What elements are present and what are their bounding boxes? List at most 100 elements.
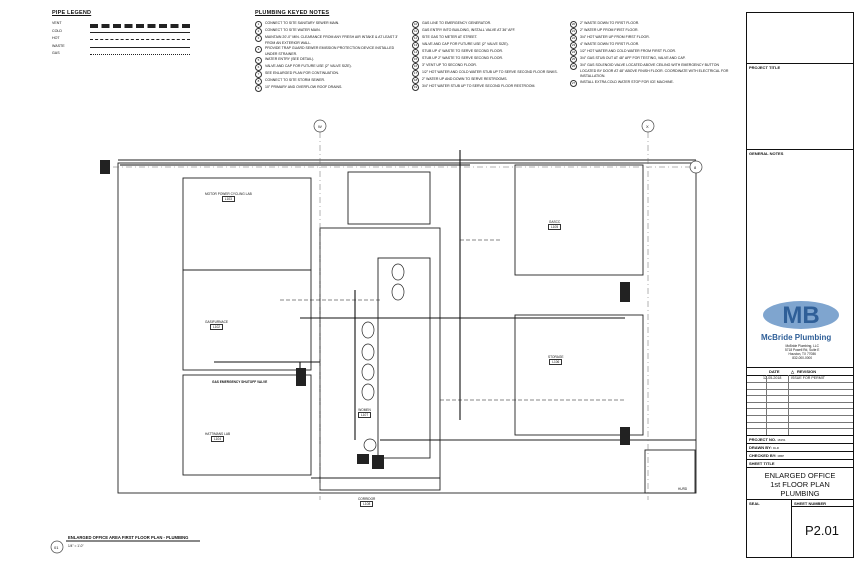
- room-gasifurnace: [182, 269, 312, 371]
- note-text: 4" WASTE DOWN TO FIRST FLOOR.: [580, 42, 640, 46]
- note-text: INSTALL EXTRA COLD WATER STOP FOR ICE MA…: [580, 79, 674, 84]
- legend-label: VENT: [52, 21, 62, 25]
- room-storage: [514, 314, 644, 436]
- note-text: 1/2" HOT WATER AND COLD WATER FROM FIRST…: [580, 49, 677, 53]
- company-address: McBride Plumbing, LLC 5718 Powell Rd, Su…: [785, 344, 820, 360]
- note-text: MAINTAIN 20'-0" MIN. CLEARANCE FROM ANY …: [265, 35, 398, 45]
- note-text: 3" VENT UP TO SECOND FLOOR.: [422, 63, 477, 67]
- note-number: 2: [255, 28, 262, 35]
- note-number: 11: [412, 28, 419, 35]
- note-number: 23: [570, 42, 577, 49]
- note-text: 2" WASTE DOWN TO FIRST FLOOR.: [580, 21, 640, 25]
- exterior-wall: [117, 162, 697, 494]
- sheet-title: ENLARGED OFFICE 1st FLOOR PLAN PLUMBING: [764, 471, 836, 498]
- restroom: [377, 257, 431, 459]
- note-text: STUB UP 4" WASTE TO SERVE SECOND FLOOR.: [422, 49, 503, 53]
- note-number: 22: [570, 35, 577, 42]
- note-number: 19: [412, 84, 419, 91]
- note-text: VALVE AND CAP FOR FUTURE USE (2" VALVE S…: [422, 42, 509, 46]
- company-logo: MB: [761, 299, 841, 331]
- revision-row: [747, 388, 853, 390]
- note-text: STUB UP 2" WASTE TO SERVE SECOND FLOOR.: [422, 56, 503, 60]
- revision-description: ISSUE FOR PERMIT: [791, 376, 825, 380]
- note-number: 24: [570, 49, 577, 56]
- legend-line-sample: [90, 46, 190, 48]
- revision-row: [747, 401, 853, 403]
- sheet-number: P2.01: [805, 523, 839, 538]
- stair: [347, 171, 431, 225]
- note-text: 3/4" HOT WATER UP FROM FIRST FLOOR.: [580, 35, 650, 39]
- note-text: GAS LINE TO EMERGENCY GENERATOR.: [422, 21, 492, 25]
- legend-line-sample: [90, 24, 190, 28]
- note-text: VALVE AND CAP FOR FUTURE USE (2" VALVE S…: [265, 64, 352, 69]
- room-label: HURD: [678, 487, 688, 491]
- note-text: CONNECT TO SITE WATER MAIN.: [265, 28, 321, 32]
- note-number: 14: [412, 49, 419, 56]
- note-text: 2" WATER UP AND DOWN TO SERVE RESTROOMS.: [422, 77, 508, 81]
- note-number: 20: [570, 21, 577, 28]
- note-number: 15: [412, 56, 419, 63]
- project-no-label: PROJECT NO. 18151: [749, 437, 786, 442]
- pipe-legend-title: PIPE LEGEND: [52, 10, 92, 16]
- revision-row: [747, 428, 853, 430]
- note-text: PROVIDE TRAP GUARD SEWER EMISSION PROTEC…: [265, 46, 395, 56]
- title-block: PROJECT TITLE GENERAL NOTES MB McBride P…: [746, 12, 854, 558]
- note-number: 13: [412, 42, 419, 49]
- legend-label: GAS: [52, 51, 60, 55]
- note-number: 3: [255, 35, 262, 42]
- note-text: WATER ENTRY (SEE DETAIL).: [265, 57, 315, 62]
- note-number: 9: [255, 85, 262, 93]
- note-number: 8: [255, 78, 262, 86]
- note-text: GAS ENTRY INTO BUILDING, INSTALL VALVE A…: [422, 28, 516, 32]
- grid-bubble-x: X: [646, 124, 649, 129]
- revision-row: [747, 395, 853, 397]
- legend-line-sample: [90, 54, 190, 55]
- legend-label: HOT: [52, 36, 60, 40]
- note-text: 10" PRIMARY AND OVERFLOW ROOF DRAINS.: [265, 85, 343, 90]
- room-hattimans: [182, 374, 312, 476]
- note-number: 18: [412, 77, 419, 84]
- revision-date: 12-05-2018: [763, 376, 782, 380]
- note-text: 3/4" GAS STUB OUT AT 48" AFF FOR TESTING…: [580, 56, 686, 60]
- legend-label: WASTE: [52, 43, 65, 48]
- note-text: 1/2" HOT WATER AND COLD WATER STUB UP TO…: [422, 70, 558, 74]
- drawn-by-label: DRAWN BY: DLR: [749, 445, 779, 450]
- note-number: 17: [412, 70, 419, 77]
- note-text: CONNECT TO SITE STORM SEWER.: [265, 78, 326, 83]
- note-text: 2" WATER UP FROM FIRST FLOOR.: [580, 28, 639, 32]
- note-text: SITE GAS TO METER AT STREET.: [422, 35, 478, 39]
- core: [319, 227, 441, 491]
- note-number: 27: [570, 79, 577, 87]
- seal-label: SEAL: [749, 501, 760, 506]
- note-text: 3/4" HOT WATER STUB UP TO SERVE SECOND F…: [422, 84, 536, 88]
- note-number: 10: [412, 21, 419, 28]
- note-number: 25: [570, 56, 577, 63]
- drawn-by: DLR: [772, 446, 779, 450]
- company-name: McBride Plumbing: [761, 333, 832, 342]
- drawing-scale: 1/4" = 1'-0": [68, 544, 84, 548]
- legend-label: COLD: [52, 28, 62, 33]
